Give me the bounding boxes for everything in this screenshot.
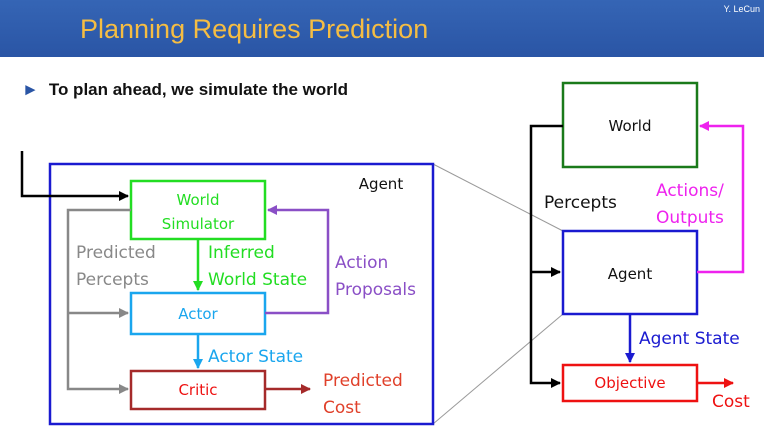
actions-outputs-label-1: Actions/	[656, 181, 724, 201]
world-label: World	[609, 117, 652, 135]
author-label: Y. LeCun	[723, 4, 760, 14]
agent-container-label: Agent	[359, 175, 404, 193]
inferred-world-state-label-1: Inferred	[208, 243, 275, 263]
critic-label: Critic	[178, 381, 217, 399]
actor-label: Actor	[178, 305, 218, 323]
actions-outputs-label-2: Outputs	[656, 208, 724, 228]
predicted-percepts-line	[66, 208, 131, 394]
predicted-cost-label-2: Cost	[323, 398, 361, 418]
actor-state-label: Actor State	[208, 347, 303, 367]
bullet-point: ► To plan ahead, we simulate the world	[22, 80, 348, 100]
predicted-percepts-label-2: Percepts	[76, 270, 149, 290]
zoom-line-top	[432, 163, 564, 232]
zoom-line-bottom	[432, 313, 564, 425]
percepts-label: Percepts	[544, 193, 617, 213]
world-simulator-label-1: World	[177, 191, 220, 209]
percepts-line	[529, 124, 563, 388]
action-proposals-line	[265, 205, 330, 315]
action-proposals-label-1: Action	[335, 253, 388, 273]
world-simulator-box	[129, 179, 267, 241]
world-box	[561, 81, 699, 169]
agent-container	[48, 162, 435, 426]
critic-box	[129, 369, 267, 411]
world-simulator-label-2: Simulator	[162, 215, 235, 233]
agent-label: Agent	[608, 265, 653, 283]
actor-box	[129, 291, 267, 336]
actions-outputs-line	[697, 121, 745, 274]
objective-label: Objective	[594, 374, 665, 392]
bullet-marker-icon: ►	[22, 80, 39, 99]
predicted-percepts-label-1: Predicted	[76, 243, 156, 263]
predicted-cost-label-1: Predicted	[323, 371, 403, 391]
agent-state-label: Agent State	[639, 329, 740, 349]
action-proposals-label-2: Proposals	[335, 280, 416, 300]
title-banner	[0, 0, 764, 57]
cost-label: Cost	[712, 392, 750, 412]
inferred-world-state-label-2: World State	[208, 270, 307, 290]
input-arrow	[20, 151, 129, 201]
slide-title: Planning Requires Prediction	[80, 14, 429, 44]
bullet-text: To plan ahead, we simulate the world	[48, 80, 348, 99]
